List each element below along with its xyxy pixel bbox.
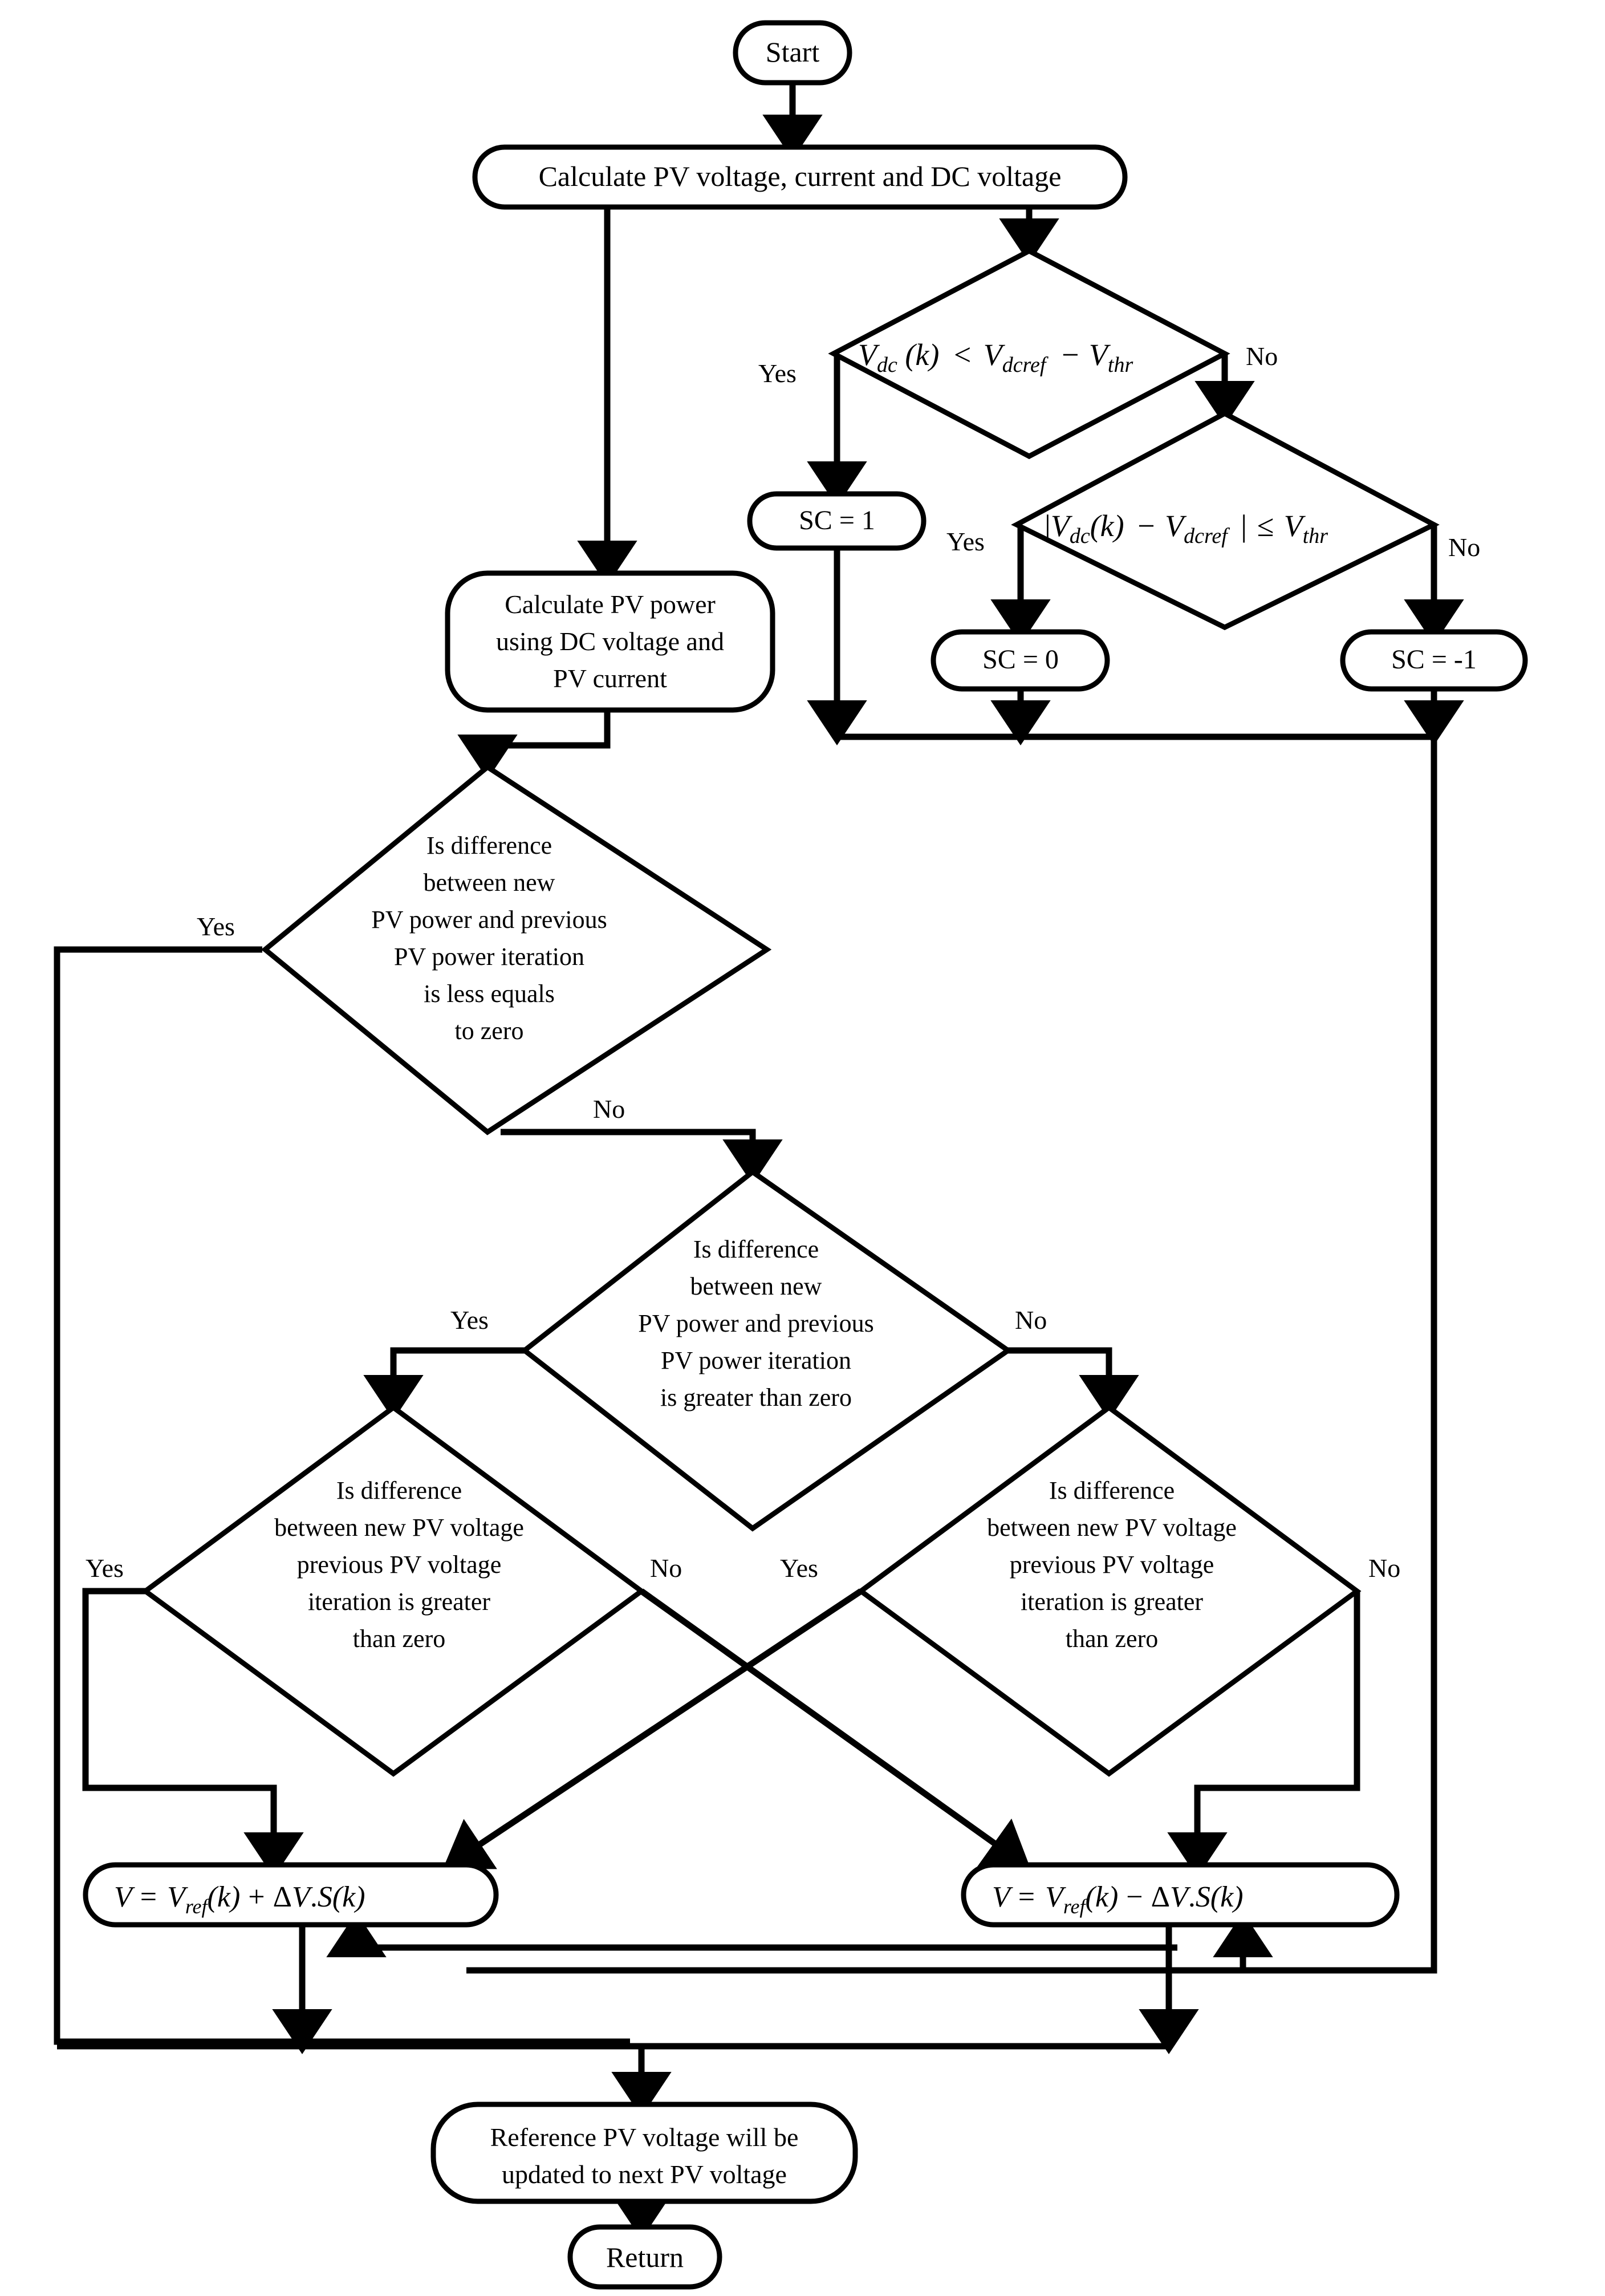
label-decpower1-yes: Yes: [197, 912, 235, 941]
node-calc-measure[interactable]: [472, 144, 1128, 210]
edge-voltright-no-to-vminus: [1167, 1591, 1360, 1878]
node-dec-power-gt-line-2: PV power and previous: [638, 1309, 873, 1337]
node-dec-vdc-abs[interactable]: [1011, 410, 1440, 631]
node-sc-1-label: SC = 1: [799, 505, 875, 536]
node-dec-volt-right-line-4: than zero: [1066, 1625, 1158, 1653]
node-sc-0[interactable]: [931, 629, 1110, 692]
label-decpower2-yes: Yes: [450, 1305, 489, 1334]
node-dec-volt-right-line-3: iteration is greater: [1021, 1588, 1203, 1616]
node-dec-volt-right[interactable]: [856, 1404, 1362, 1777]
node-calc-power[interactable]: [445, 570, 775, 713]
node-v-minus-expr: V=Vref(k)−ΔV.S(k): [992, 1881, 1244, 1918]
edge-decpower2-yes: [363, 1347, 525, 1421]
node-start-label: Start: [766, 36, 820, 68]
node-v-minus[interactable]: [961, 1862, 1400, 1928]
label-dec2-yes: Yes: [946, 527, 985, 556]
node-dec-power-gt-line-4: is greater than zero: [660, 1384, 852, 1411]
node-dec-volt-left-line-0: Is difference: [336, 1476, 462, 1504]
node-dec-power-le[interactable]: [261, 764, 772, 1135]
node-dec-volt-right-line-2: previous PV voltage: [1010, 1551, 1214, 1579]
label-voltleft-no: No: [650, 1553, 682, 1583]
label-voltleft-yes: Yes: [86, 1553, 124, 1583]
node-dec-power-le-line-2: PV power and previous: [371, 906, 607, 934]
node-dec-power-le-line-5: to zero: [455, 1017, 524, 1045]
node-calc-power-line-1: using DC voltage and: [496, 627, 724, 656]
label-dec1-yes: Yes: [758, 359, 797, 388]
node-sc-0-label: SC = 0: [982, 644, 1059, 675]
node-sc-minus-1[interactable]: [1340, 629, 1528, 692]
edge-voltleft-no-to-vminus: [639, 1588, 1031, 1869]
edge-voltright-yes-to-vplus: [442, 1588, 863, 1869]
node-return[interactable]: [567, 2224, 722, 2290]
node-dec-volt-left-line-1: between new PV voltage: [274, 1514, 524, 1542]
node-dec-power-le-line-4: is less equals: [424, 980, 555, 1008]
node-v-plus-expr: V=Vref(k)+ΔV.S(k): [114, 1881, 365, 1918]
node-dec-volt-left-line-3: iteration is greater: [308, 1588, 490, 1616]
node-update-ref-line-0: Reference PV voltage will be: [490, 2123, 799, 2152]
edge-decpower1-yes-left: [54, 946, 630, 2045]
node-dec-volt-right-line-1: between new PV voltage: [987, 1514, 1237, 1542]
node-dec-power-le-line-1: between new: [424, 869, 555, 897]
node-update-ref[interactable]: [430, 2102, 858, 2204]
node-return-label: Return: [606, 2241, 684, 2273]
node-dec-power-le-line-3: PV power iteration: [394, 943, 584, 971]
label-dec1-no: No: [1246, 342, 1278, 371]
node-dec-volt-left-line-4: than zero: [353, 1625, 445, 1653]
edge-bottom-bus-to-vplus: [326, 1912, 1177, 1958]
edge-voltleft-yes-to-vplus: [82, 1588, 304, 1878]
label-voltright-yes: Yes: [780, 1553, 818, 1583]
node-dec-vdc-abs-expr: |Vdc(k) − Vdcref | ≤ Vthr: [1045, 509, 1328, 548]
node-calc-measure-label: Calculate PV voltage, current and DC vol…: [539, 160, 1062, 192]
node-dec-power-gt-line-1: between new: [690, 1272, 822, 1300]
edge-power-to-decpower1: [457, 710, 611, 780]
node-dec-vdc-less-expr: Vdc (k) < Vdcref − Vthr: [858, 338, 1133, 377]
node-calc-power-line-2: PV current: [553, 664, 667, 693]
node-sc-1[interactable]: [747, 491, 927, 551]
label-decpower1-no: No: [593, 1094, 625, 1123]
edge-decpower1-no: [501, 1129, 783, 1185]
edge-decpower2-no: [1008, 1347, 1139, 1421]
node-update-ref-line-1: updated to next PV voltage: [502, 2160, 787, 2189]
node-start[interactable]: [733, 20, 852, 86]
node-sc-minus-1-label: SC = -1: [1391, 644, 1477, 675]
node-dec-power-gt-line-0: Is difference: [693, 1235, 819, 1263]
label-decpower2-no: No: [1015, 1305, 1047, 1334]
node-v-plus[interactable]: [83, 1862, 499, 1928]
node-dec-volt-right-line-0: Is difference: [1049, 1476, 1175, 1504]
edge-sc-bus-down: [466, 737, 1437, 1974]
node-calc-power-line-0: Calculate PV power: [505, 590, 716, 619]
node-dec-power-gt[interactable]: [520, 1169, 1013, 1532]
node-dec-volt-left-line-2: previous PV voltage: [297, 1551, 502, 1579]
label-dec2-no: No: [1448, 533, 1480, 562]
node-dec-power-le-line-0: Is difference: [426, 831, 552, 859]
label-voltright-no: No: [1368, 1553, 1400, 1583]
node-dec-power-gt-line-3: PV power iteration: [661, 1346, 851, 1374]
node-dec-volt-left[interactable]: [141, 1404, 646, 1777]
node-dec-vdc-less[interactable]: [828, 248, 1230, 460]
